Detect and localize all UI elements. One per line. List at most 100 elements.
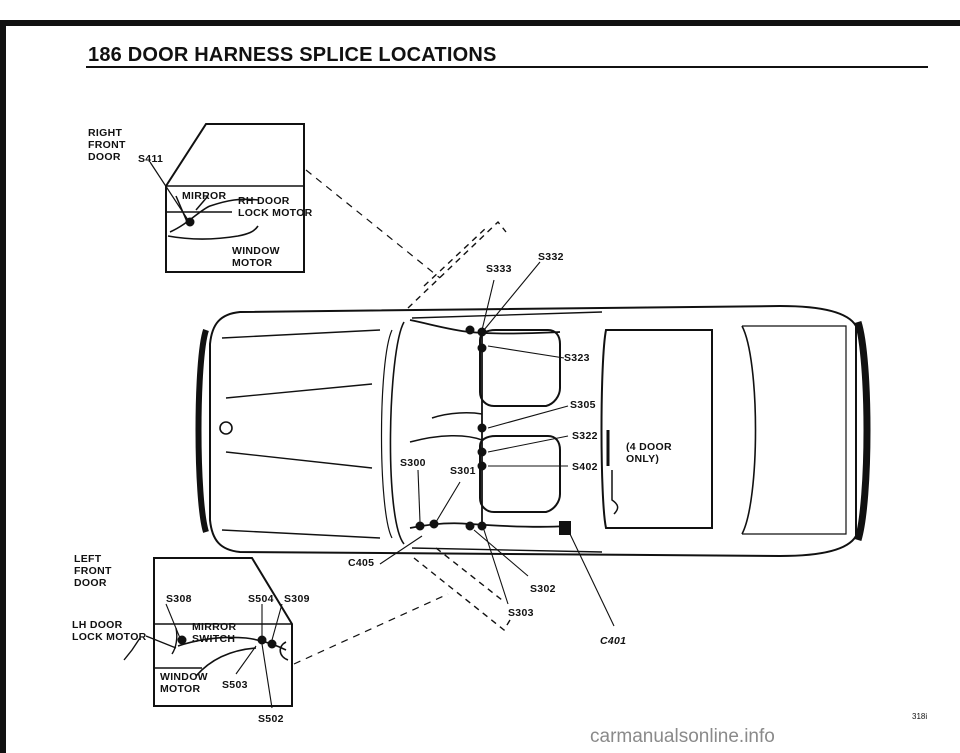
s333-label: S333 [486,263,512,275]
rh-door-harness-lower [167,225,259,240]
s305-label: S305 [570,399,596,411]
s300-label: S300 [400,457,426,469]
four-door-note-1: (4 DOOR [626,441,672,453]
rh-door-swing-dash-2 [423,227,487,287]
rear-window [741,325,757,535]
s402-dot [477,461,487,471]
lh-switch-lead [171,627,178,655]
door-line-right [411,311,603,319]
s305-leader [487,405,569,429]
rh-door-callout-dash [305,169,441,279]
lh-door-outline [153,557,293,707]
rh-lock-motor-label-2: LOCK MOTOR [238,207,313,219]
lh-door-title-2: FRONT [74,565,112,577]
hood-crease-top [225,383,373,399]
lh-lock-lead [145,635,177,649]
rear-door-harness [611,470,619,515]
s301-dot [429,519,439,529]
lh-mirror-switch-label-1: MIRROR [192,621,236,633]
page-code: 318i [912,712,928,721]
harness-branch-2 [409,434,483,443]
s322-leader [487,435,569,453]
s411-splice-dot [185,217,195,227]
cowl-line [380,329,393,539]
lh-door-title-3: DOOR [74,577,107,589]
page-left-border [0,20,6,753]
s504-label: S504 [248,593,274,605]
c401-connector [559,521,571,535]
lh-door-swing-dash-2 [435,547,503,601]
s402-label: S402 [572,461,598,473]
vehicle-body-outline [209,304,857,558]
lh-door-callout-dash [293,593,449,665]
rear-seat-area [600,329,713,529]
c401-label: C401 [600,635,626,647]
s308-dot [177,635,187,645]
s322-label: S322 [572,430,598,442]
vehicle-top-view [195,220,871,632]
s305-dot [477,423,487,433]
s323-leader [487,345,565,359]
lh-window-lead [195,647,257,677]
rh-lock-lead [195,195,209,211]
rh-door-swing-dash [407,220,507,309]
trunk-lid [742,325,847,535]
hood-edge-bottom [221,529,381,539]
hood-emblem [219,421,233,435]
lh-window-motor-label-1: WINDOW [160,671,208,683]
s301-label: S301 [450,465,476,477]
s322-dot [477,447,487,457]
s303-label: S303 [508,607,534,619]
s502-leader [261,643,273,709]
s503-label: S503 [222,679,248,691]
s309-label: S309 [284,593,310,605]
harness-branch-1 [431,412,483,419]
title-underline [86,66,928,68]
rh-door-title-3: DOOR [88,151,121,163]
s302-dot [465,521,475,531]
c405-label: C405 [348,557,374,569]
s301-leader [435,481,461,523]
rh-door-title-2: FRONT [88,139,126,151]
rh-mirror-label: MIRROR [182,190,226,202]
watermark: carmanualsonline.info [590,726,775,747]
s309-dot [267,639,277,649]
hood-edge-top [221,329,381,339]
s300-leader [417,469,421,523]
rh-door-outline [165,123,305,273]
page-top-border [0,20,960,26]
front-left-seat [479,435,561,513]
hood-crease-bottom [225,451,373,469]
s303-leader [483,529,509,605]
s308-leader [165,603,181,639]
s302-label: S302 [530,583,556,595]
lh-mirror-switch-label-2: SWITCH [192,633,235,645]
s323-dot [477,343,487,353]
c401-leader [569,533,615,627]
lh-door-title-1: LEFT [74,553,102,565]
rh-lock-motor-label-1: RH DOOR [238,195,290,207]
lh-lock-motor-label-2: LOCK MOTOR [72,631,147,643]
s333-leader [481,279,495,331]
s323-label: S323 [564,352,590,364]
front-bumper [195,329,209,533]
s332-label: S332 [538,251,564,263]
s503-leader [235,645,257,675]
page-title: 186 DOOR HARNESS SPLICE LOCATIONS [88,44,497,66]
door-line-left [411,547,603,553]
rh-door-harness [169,198,259,233]
lh-lock-tail [123,637,141,661]
lh-harness-end [279,641,289,661]
lh-lock-motor-label-1: LH DOOR [72,619,123,631]
s332-leader [483,261,541,331]
s302-leader [473,529,529,577]
s309-leader [271,603,283,641]
s332-dot [465,325,475,335]
left-front-door-inset [123,557,449,709]
four-door-note-2: ONLY) [626,453,659,465]
s411-label: S411 [138,153,163,165]
lh-door-swing-dash [413,557,511,632]
s300-dot [415,521,425,531]
s303-dot [477,521,487,531]
